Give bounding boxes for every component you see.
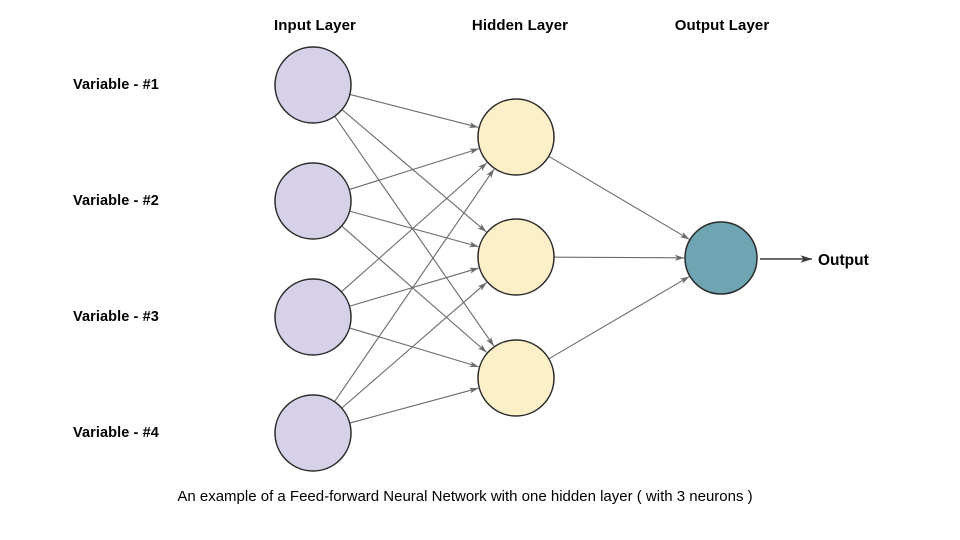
edge-i2-h2 [349, 210, 479, 248]
layer-title-input-layer: Input Layer [274, 17, 356, 34]
input-variable-label-3: Variable - #3 [73, 309, 159, 325]
edge-i4-h3 [349, 387, 479, 424]
layer-title-output-layer: Output Layer [674, 17, 770, 34]
output-label: Output [818, 252, 869, 269]
neuron-hidden-layer-2[interactable] [477, 218, 555, 296]
nodes-group [274, 46, 758, 472]
edge-i4-h1 [334, 168, 495, 402]
edge-i2-h1 [349, 148, 480, 191]
edge-i3-h3 [349, 327, 479, 368]
edge-h2-o1 [553, 254, 685, 261]
neuron-input-layer-2[interactable] [274, 162, 352, 240]
edge-i1-h3 [334, 115, 495, 347]
figure-caption: An example of a Feed-forward Neural Netw… [177, 488, 753, 505]
edge-i1-h1 [349, 93, 479, 128]
edge-i1-h2 [341, 109, 487, 233]
input-variable-label-2: Variable - #2 [73, 193, 159, 209]
edge-i3-h1 [341, 162, 488, 293]
edges-group [334, 93, 690, 424]
neuron-hidden-layer-1[interactable] [477, 98, 555, 176]
edge-i4-h2 [341, 282, 487, 409]
edge-h1-o1 [548, 155, 690, 240]
edge-i2-h3 [341, 225, 487, 353]
neuron-input-layer-3[interactable] [274, 278, 352, 356]
input-variable-label-4: Variable - #4 [73, 425, 159, 441]
input-variable-label-1: Variable - #1 [73, 77, 159, 93]
neuron-hidden-layer-3[interactable] [477, 339, 555, 417]
edge-h3-o1 [548, 276, 690, 360]
neuron-output-layer-1[interactable] [684, 221, 758, 295]
layer-title-hidden-layer: Hidden Layer [471, 17, 569, 34]
edge-i3-h2 [349, 267, 479, 307]
neuron-input-layer-1[interactable] [274, 46, 352, 124]
neuron-input-layer-4[interactable] [274, 394, 352, 472]
